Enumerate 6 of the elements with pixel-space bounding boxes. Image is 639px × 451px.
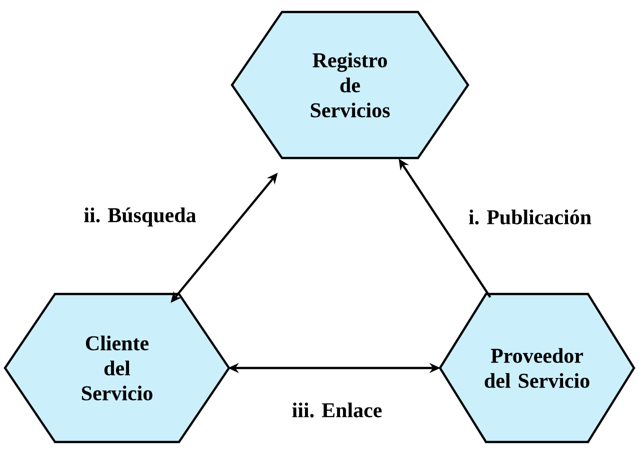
edge-label: ii. Búsqueda bbox=[82, 206, 198, 228]
edge-label: i. Publicación bbox=[467, 208, 593, 226]
hexagon-node: Registro de Servicios bbox=[230, 10, 470, 160]
hexagon-node: Cliente del Servicio bbox=[4, 292, 230, 444]
hexagon-node: Proveedor del Servicio bbox=[438, 292, 636, 444]
edge-label: iii. Enlace bbox=[290, 402, 384, 418]
